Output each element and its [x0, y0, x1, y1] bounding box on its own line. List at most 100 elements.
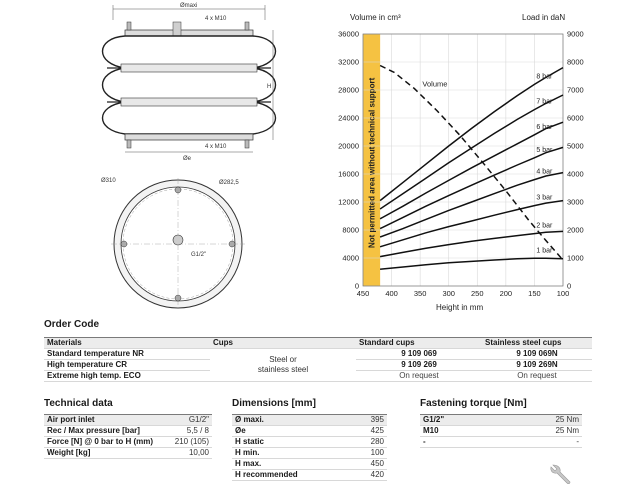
- series-label: 4 bar: [536, 169, 553, 176]
- table-row: High temperature CR 9 109 269 9 109 269N: [44, 359, 592, 371]
- table-row: Rec / Max pressure [bar]5,5 / 8: [44, 425, 212, 437]
- x-tick-label: 450: [357, 289, 370, 298]
- series-label: 8 bar: [536, 73, 553, 80]
- stainless-code-cell: 9 109 069N: [482, 348, 592, 360]
- y-right-tick-label: 8000: [567, 58, 584, 67]
- torque-title: Fastening torque [Nm]: [420, 398, 527, 409]
- forbidden-zone-label: Not permitted area without technical sup…: [368, 77, 377, 248]
- torque-value: 25 Nm: [497, 425, 582, 437]
- dim-value: 100: [352, 447, 387, 459]
- technical-title: Technical data: [44, 398, 113, 409]
- forbidden-zone: [363, 34, 381, 286]
- table-row: Weight [kg]10,00: [44, 447, 212, 459]
- series-label: 6 bar: [536, 124, 553, 131]
- y-right-tick-label: 7000: [567, 86, 584, 95]
- omaxi-label: Ømaxi: [180, 3, 197, 9]
- torque-label: G1/2": [420, 414, 498, 426]
- tech-label: Air port inlet: [44, 414, 168, 426]
- tech-value: 210 (105): [167, 436, 212, 448]
- load-series-line: [379, 171, 564, 238]
- y-left-tick-label: 8000: [342, 226, 359, 235]
- tech-value: G1/2": [167, 414, 212, 426]
- table-row: H max.450: [232, 458, 387, 470]
- x-tick-label: 200: [500, 289, 513, 298]
- dim-value: 450: [352, 458, 387, 470]
- load-volume-chart: Volume in cm³ Load in daN Height in mm N…: [338, 13, 584, 312]
- dim-label: H static: [232, 436, 353, 448]
- load-series-line: [379, 66, 564, 202]
- series-label: 2 bar: [536, 223, 553, 230]
- x-tick-label: 400: [385, 289, 398, 298]
- tech-value: 5,5 / 8: [167, 425, 212, 437]
- y-right-tick-label: 9000: [567, 30, 584, 39]
- load-series-line: [379, 199, 564, 248]
- series-label: 1 bar: [536, 247, 553, 254]
- y-left-tick-label: 24000: [338, 114, 359, 123]
- port-label: G1/2": [191, 252, 206, 258]
- material-cell: High temperature CR: [44, 359, 210, 371]
- volume-series-line: [379, 64, 564, 261]
- table-row: --: [420, 436, 582, 448]
- standard-code-cell: On request: [356, 370, 482, 382]
- stainless-code-cell: 9 109 269N: [482, 359, 592, 371]
- series-label: 3 bar: [536, 195, 553, 202]
- x-tick-label: 250: [471, 289, 484, 298]
- dim-value: 425: [352, 425, 387, 437]
- dim-value: 395: [352, 414, 387, 426]
- y-left-tick-label: 4000: [342, 254, 359, 263]
- x-tick-label: 100: [557, 289, 570, 298]
- y-right-tick-label: 3000: [567, 198, 584, 207]
- col-cups: Cups: [210, 337, 356, 349]
- x-axis-label: Height in mm: [436, 303, 483, 312]
- d310-label: Ø310: [101, 178, 116, 184]
- y-right-axis-label: Load in daN: [522, 13, 565, 22]
- load-series-line: [379, 94, 564, 210]
- x-tick-label: 300: [442, 289, 455, 298]
- cups-line2: stainless steel: [257, 365, 309, 374]
- dimensions-title: Dimensions [mm]: [232, 398, 316, 409]
- x-tick-label: 350: [414, 289, 427, 298]
- dim-label: H max.: [232, 458, 353, 470]
- dim-value: 420: [352, 469, 387, 481]
- height-label: H: [267, 84, 271, 90]
- stainless-code-cell: On request: [482, 370, 592, 382]
- y-right-tick-label: 2000: [567, 226, 584, 235]
- d282-label: Ø282,5: [219, 180, 239, 186]
- table-row: Force [N] @ 0 bar to H (mm)210 (105): [44, 436, 212, 448]
- order-code-table: Materials Cups Standard cups Stainless s…: [44, 337, 592, 382]
- tech-label: Rec / Max pressure [bar]: [44, 425, 168, 437]
- y-right-tick-label: 6000: [567, 114, 584, 123]
- y-left-tick-label: 32000: [338, 58, 359, 67]
- table-row: Ø maxi.395: [232, 414, 387, 426]
- torque-label: M10: [420, 425, 498, 437]
- y-left-axis-label: Volume in cm³: [350, 13, 401, 22]
- tech-label: Weight [kg]: [44, 447, 168, 459]
- y-left-tick-label: 0: [355, 282, 359, 291]
- order-code-title: Order Code: [44, 319, 100, 330]
- y-right-tick-label: 0: [567, 282, 571, 291]
- dim-value: 280: [352, 436, 387, 448]
- x-tick-label: 150: [528, 289, 541, 298]
- torque-label: -: [420, 436, 498, 448]
- col-standard: Standard cups: [356, 337, 482, 349]
- series-label: 7 bar: [536, 99, 553, 106]
- table-row: Extreme high temp. ECO On request On req…: [44, 370, 592, 382]
- y-right-tick-label: 1000: [567, 254, 584, 263]
- col-materials: Materials: [44, 337, 210, 349]
- wrench-icon: [550, 464, 571, 484]
- thread-top-label: 4 x M10: [205, 16, 227, 22]
- dim-label: Ø maxi.: [232, 414, 353, 426]
- series-label: Volume: [422, 80, 447, 89]
- material-cell: Standard temperature NR: [44, 348, 210, 360]
- table-row: H min.100: [232, 447, 387, 459]
- load-series-line: [379, 146, 564, 230]
